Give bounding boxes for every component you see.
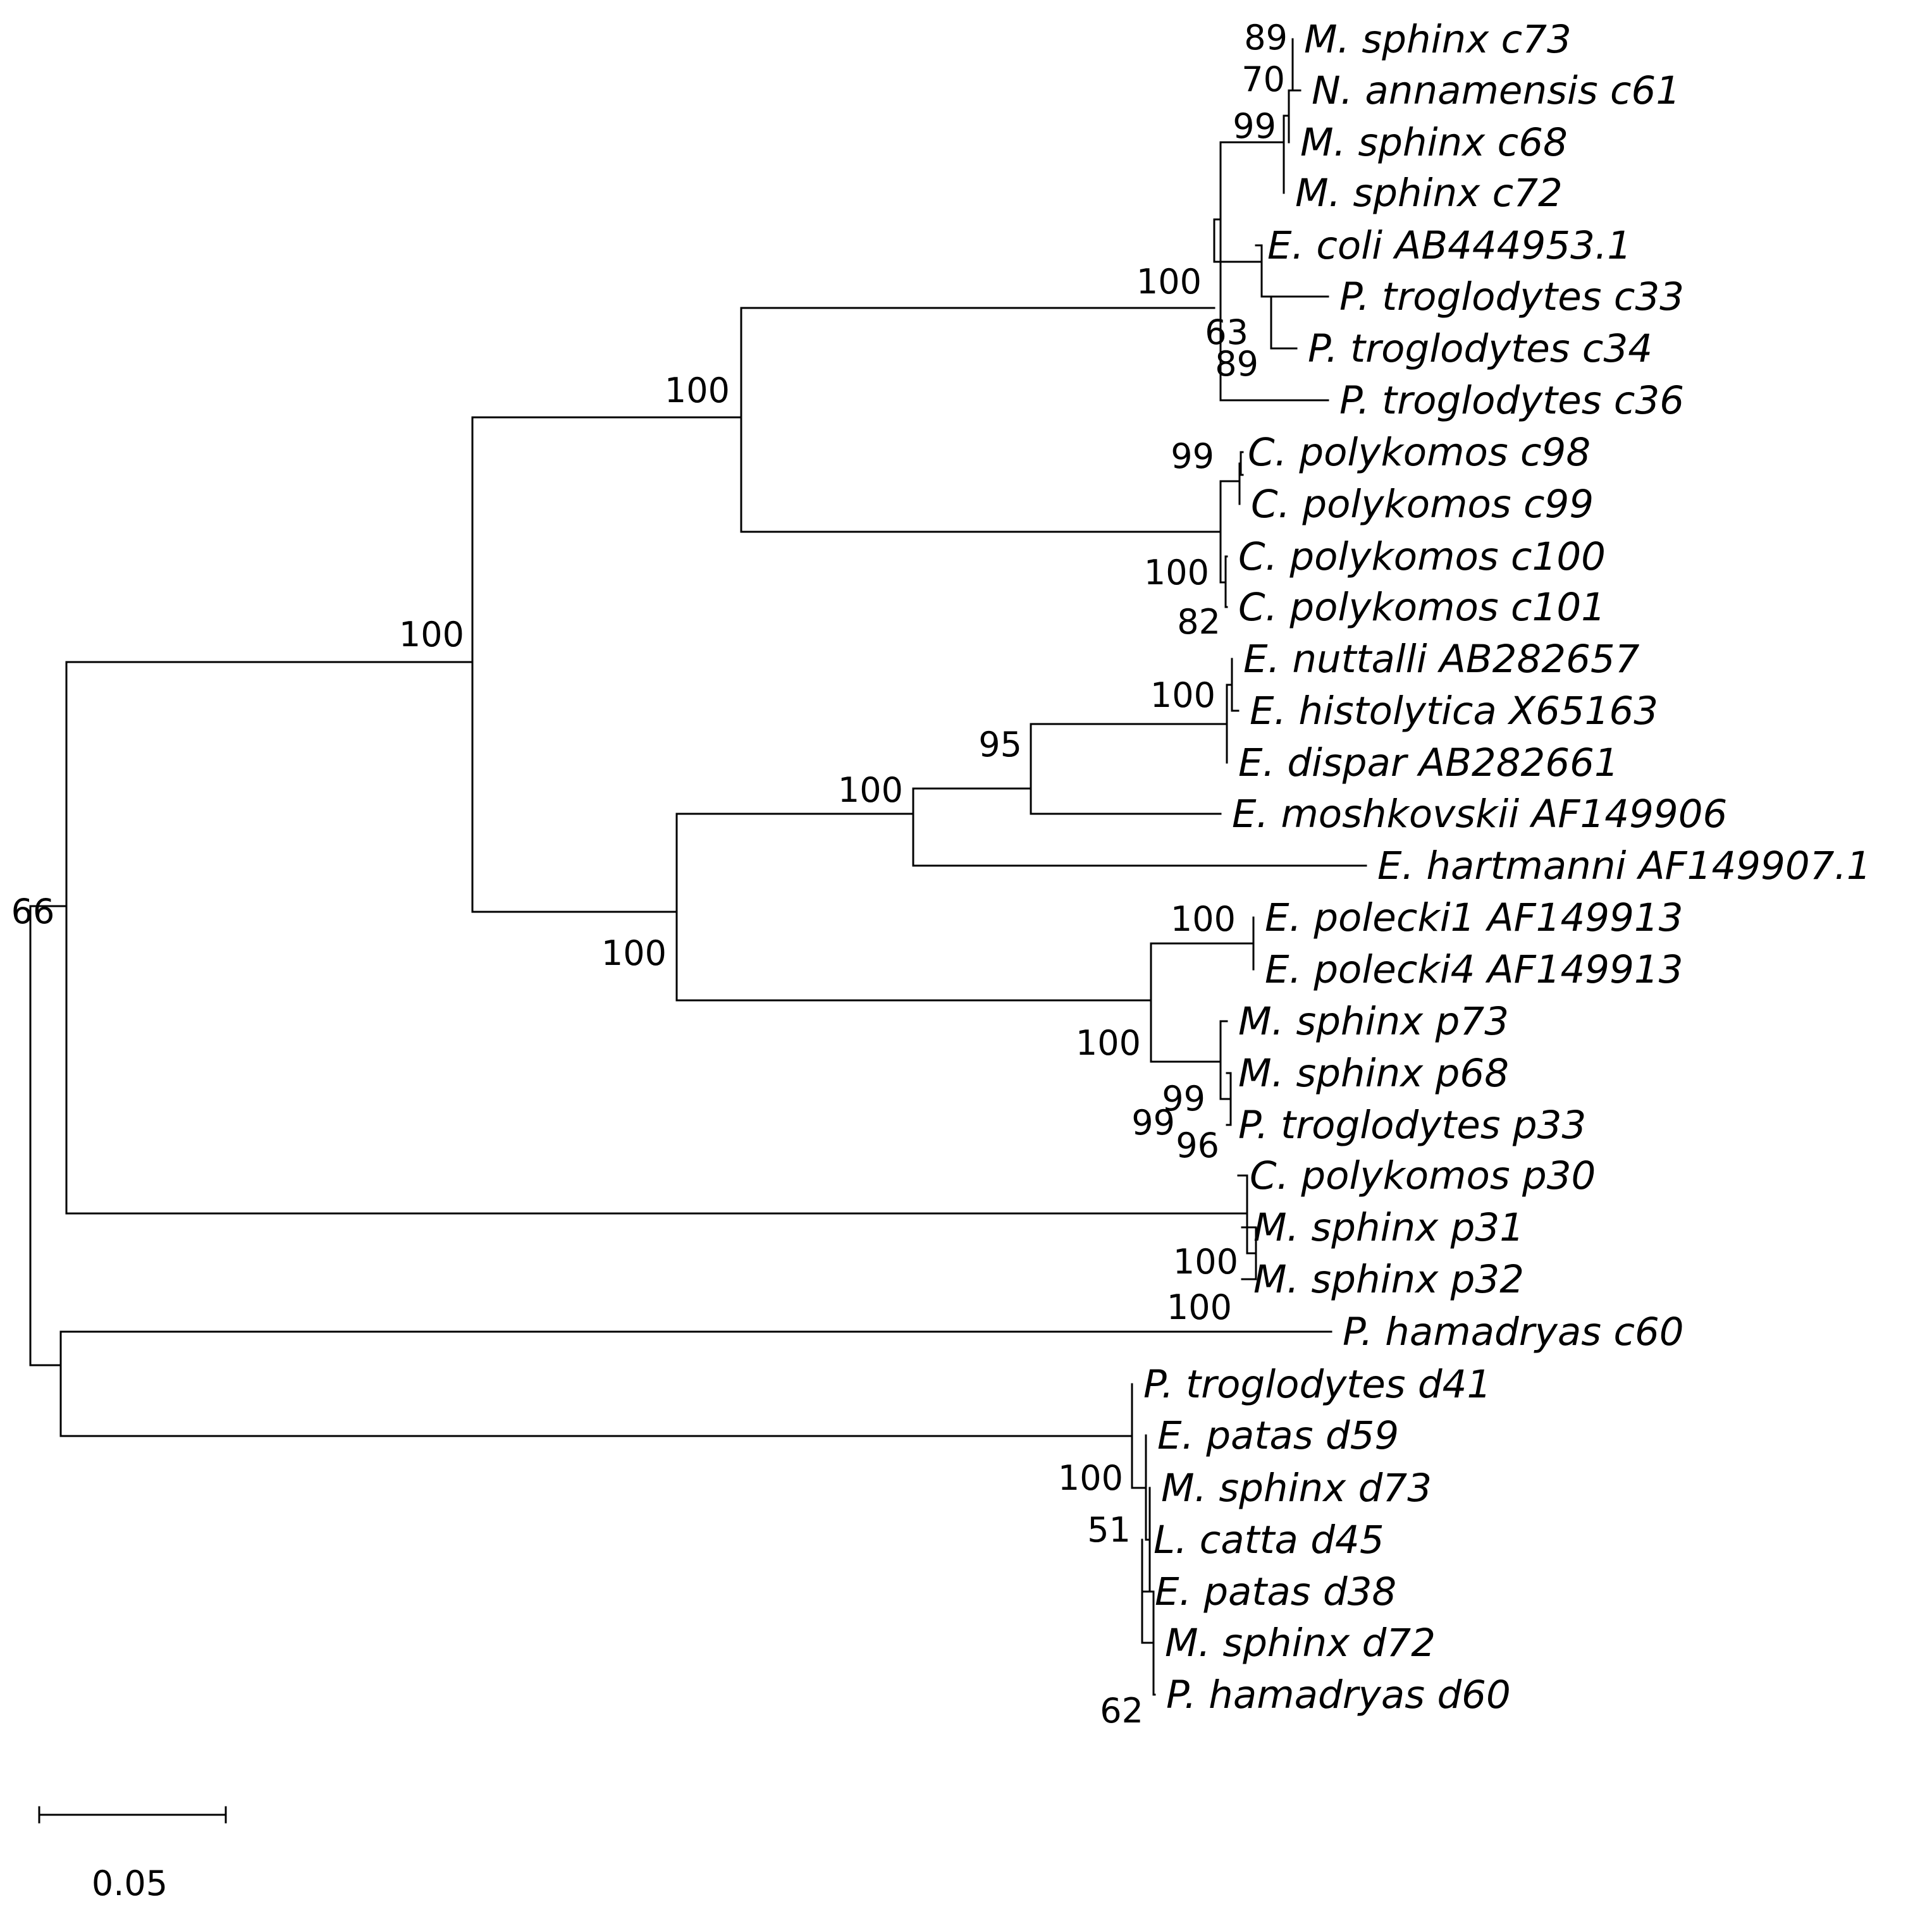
bootstrap-support-value: 63 (1205, 312, 1248, 352)
taxon-label: E. moshkovskii AF149906 (1232, 792, 1727, 837)
taxon-label: M. sphinx d72 (1165, 1621, 1436, 1666)
bootstrap-support-value: 95 (978, 725, 1022, 764)
taxon-label: E. coli AB444953.1 (1267, 223, 1632, 268)
bootstrap-support-value: 70 (1241, 59, 1285, 99)
bootstrap-support-value: 66 (11, 892, 55, 931)
taxon-label: C. polykomos c99 (1251, 482, 1594, 527)
taxon-label: E. histolytica X65163 (1250, 689, 1658, 734)
scale-bar: 0.05 (38, 1806, 227, 1903)
taxon-label: E. patas d38 (1155, 1569, 1396, 1614)
taxon-label: P. troglodytes p33 (1238, 1103, 1586, 1148)
bootstrap-support-value: 99 (1233, 106, 1276, 146)
bootstrap-support-value: 100 (665, 371, 730, 410)
taxon-label: L. catta d45 (1154, 1518, 1384, 1562)
taxon-label: M. sphinx p73 (1238, 999, 1509, 1044)
taxon-label: E. polecki1 AF149913 (1265, 895, 1683, 940)
taxon-label: P. troglodytes c34 (1308, 326, 1652, 371)
taxon-label: M. sphinx c73 (1304, 17, 1572, 62)
bootstrap-support-value: 100 (1136, 262, 1202, 302)
bootstrap-support-value: 100 (1058, 1458, 1123, 1498)
taxon-labels: M. sphinx c73 N. annamensis c61 M. sphinx … (1143, 17, 1871, 1717)
bootstrap-support-value: 99 (1162, 1079, 1205, 1119)
taxon-label: M. sphinx c68 (1300, 120, 1568, 165)
taxon-label: P. hamadryas c60 (1343, 1310, 1684, 1354)
bootstrap-support-value: 62 (1100, 1691, 1143, 1731)
bootstrap-support-value: 89 (1215, 344, 1258, 384)
taxon-label: E. patas d59 (1157, 1413, 1399, 1458)
taxon-label: E. dispar AB282661 (1238, 740, 1619, 785)
bootstrap-support-value: 100 (1076, 1023, 1141, 1063)
bootstrap-support-value: 100 (838, 770, 903, 810)
bootstrap-support-value: 96 (1176, 1126, 1219, 1165)
taxon-label: P. troglodytes c36 (1339, 378, 1684, 423)
bootstrap-support-value: 99 (1131, 1103, 1175, 1143)
taxon-label: E. hartmanni AF149907.1 (1377, 844, 1871, 888)
taxon-label: C. polykomos p30 (1250, 1153, 1596, 1198)
bootstrap-support-value: 51 (1087, 1510, 1131, 1550)
taxon-label: P. troglodytes d41 (1143, 1362, 1491, 1407)
bootstrap-support-value: 100 (399, 615, 464, 654)
bootstrap-support-value: 100 (1167, 1287, 1232, 1327)
bootstrap-support-value: 100 (601, 933, 667, 973)
scale-bar-label: 0.05 (92, 1863, 168, 1903)
taxon-label: E. polecki4 AF149913 (1265, 947, 1683, 992)
bootstrap-support-value: 100 (1171, 899, 1236, 939)
bootstrap-support-value: 89 (1244, 18, 1288, 58)
bootstrap-support-value: 100 (1150, 675, 1215, 715)
bootstrap-support-value: 82 (1177, 602, 1221, 642)
taxon-label: P. troglodytes c33 (1339, 274, 1684, 319)
bootstrap-support-value: 100 (1173, 1242, 1238, 1282)
taxon-label: M. sphinx p32 (1253, 1257, 1524, 1302)
taxon-label: M. sphinx c72 (1295, 171, 1563, 216)
tree-branches (29, 38, 1367, 1696)
bootstrap-support-value: 100 (1144, 553, 1209, 592)
support-values: 8970991006389100991008210010095100100100… (11, 18, 1288, 1731)
taxon-label: C. polykomos c101 (1238, 585, 1606, 630)
taxon-label: E. nuttalli AB282657 (1243, 637, 1640, 682)
taxon-label: C. polykomos c100 (1238, 534, 1606, 579)
taxon-label: N. annamensis c61 (1312, 68, 1680, 113)
bootstrap-support-value: 99 (1171, 436, 1214, 476)
taxon-label: P. hamadryas d60 (1166, 1673, 1511, 1717)
taxon-label: M. sphinx d73 (1161, 1466, 1432, 1511)
taxon-label: C. polykomos c98 (1248, 430, 1591, 475)
taxon-label: M. sphinx p68 (1238, 1051, 1509, 1096)
taxon-label: M. sphinx p31 (1253, 1205, 1524, 1250)
